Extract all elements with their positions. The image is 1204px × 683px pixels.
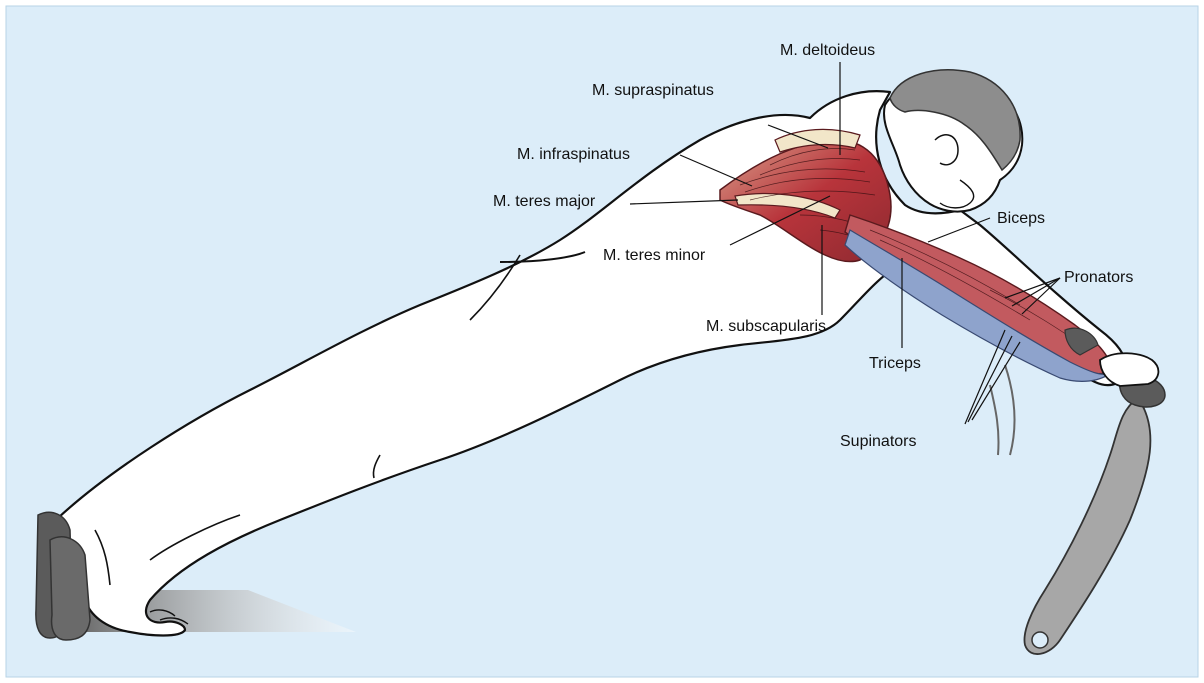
label-triceps: Triceps [869, 355, 921, 373]
label-teres-minor: M. teres minor [603, 247, 705, 265]
label-supraspinatus: M. supraspinatus [592, 82, 714, 100]
shoe-front [50, 537, 90, 640]
label-pronators: Pronators [1064, 269, 1133, 287]
label-subscapularis: M. subscapularis [706, 318, 826, 336]
label-biceps: Biceps [997, 210, 1045, 228]
label-supinators: Supinators [840, 433, 917, 451]
label-teres-major: M. teres major [493, 193, 595, 211]
label-deltoideus: M. deltoideus [780, 42, 875, 60]
label-infraspinatus: M. infraspinatus [517, 146, 630, 164]
handle-hole [1032, 632, 1048, 648]
